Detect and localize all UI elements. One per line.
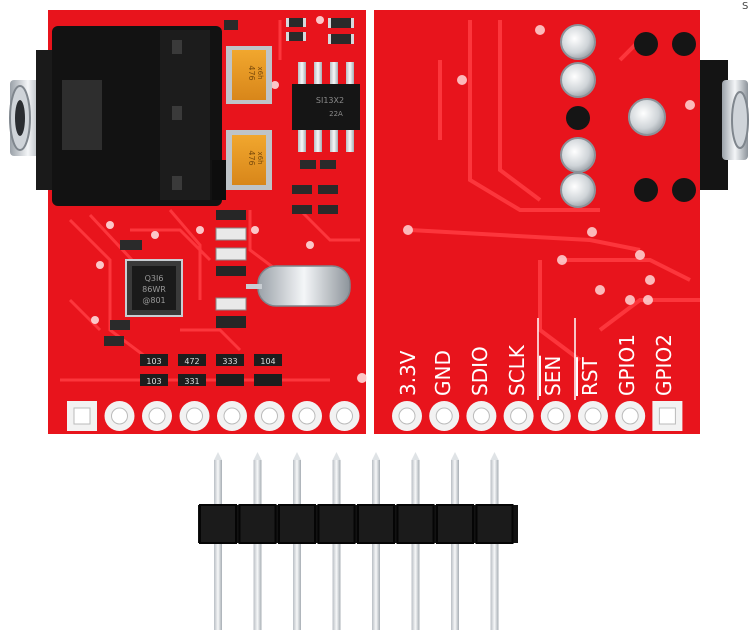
qfn-chip: Q3I6 86WR @801 xyxy=(125,259,183,317)
header-pin xyxy=(293,460,301,630)
cap-marking: x6h xyxy=(256,66,264,79)
crystal-oscillator xyxy=(246,265,351,307)
header-pin xyxy=(253,460,262,630)
pin-label: RST xyxy=(578,356,602,396)
header-pin xyxy=(451,460,459,630)
back-pin-pads xyxy=(392,401,683,431)
resistor-code: 103 xyxy=(146,377,161,386)
header-pin xyxy=(372,460,380,630)
cap-marking: 476 xyxy=(247,150,256,165)
chip-marking: Q3I6 xyxy=(145,274,164,283)
cap-marking: 476 xyxy=(247,65,256,80)
audio-jack xyxy=(9,26,226,206)
cap-marking: x6h xyxy=(256,151,264,164)
resistor-code: 103 xyxy=(146,357,161,366)
resistor-row: 103 472 333 104 103 331 xyxy=(140,354,282,386)
pin-label-group: 3.3V GND SDIO SCLK SEN RST GPIO1 GPIO2 xyxy=(396,334,676,396)
pin-label: SEN xyxy=(541,356,565,396)
pin-label: SCLK xyxy=(505,344,529,396)
audio-jack-back xyxy=(700,60,749,190)
front-board: 476 x6h 476 x6h SI13X2 22A xyxy=(9,10,367,434)
back-board: 3.3V GND SDIO SCLK SEN RST GPIO1 GPIO2 xyxy=(374,10,749,434)
chip-marking: SI13X2 xyxy=(316,96,344,105)
header-pin xyxy=(214,460,222,630)
pin-header xyxy=(198,452,518,630)
header-pin xyxy=(332,460,341,630)
pin-label: GPIO2 xyxy=(652,334,676,396)
pin-label: GND xyxy=(431,350,455,396)
tantalum-capacitor: 476 x6h xyxy=(226,130,272,190)
chip-marking: @801 xyxy=(142,296,165,305)
smd-resistor-array xyxy=(224,18,352,214)
soic-chip: SI13X2 22A xyxy=(292,62,360,152)
header-pin xyxy=(411,460,420,630)
resistor-code: 331 xyxy=(184,377,199,386)
front-pin-pads xyxy=(67,401,360,431)
solder-joints xyxy=(560,24,696,208)
chip-marking: 22A xyxy=(329,110,343,118)
resistor-code: 333 xyxy=(222,357,237,366)
pin-label: GPIO1 xyxy=(615,334,639,396)
tantalum-capacitor: 476 x6h xyxy=(226,46,272,104)
pin-label: 3.3V xyxy=(396,350,420,396)
resistor-code: 104 xyxy=(260,357,275,366)
resistor-code: 472 xyxy=(184,357,199,366)
corner-label: S xyxy=(742,1,749,12)
chip-marking: 86WR xyxy=(142,285,166,294)
smd-capacitor-column xyxy=(215,210,247,328)
pin-label: SDIO xyxy=(468,346,492,396)
header-pin xyxy=(490,460,499,630)
back-pcb xyxy=(374,10,700,434)
